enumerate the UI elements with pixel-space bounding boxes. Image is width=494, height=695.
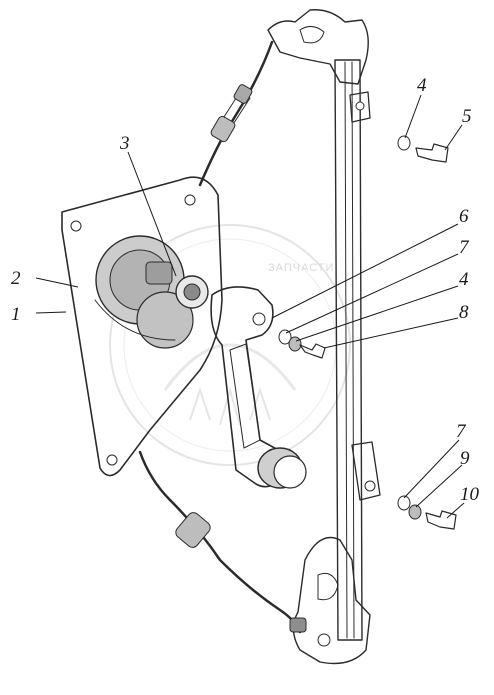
callout-3: 3 — [119, 133, 130, 154]
base-plate — [61, 176, 223, 477]
lower-cable — [138, 450, 307, 634]
watermark-emblem: ЗАПЧАСТИ — [109, 224, 351, 466]
callouts: 1 2 3 4 5 6 7 4 8 7 9 10 — [11, 75, 480, 505]
callout-8: 8 — [459, 302, 469, 323]
lower-hardware — [397, 495, 457, 530]
callout-1: 1 — [11, 304, 21, 325]
callout-9: 9 — [460, 448, 470, 469]
callout-10: 10 — [460, 484, 480, 505]
crank-handle — [210, 286, 307, 489]
callout-7-upper: 7 — [459, 237, 470, 258]
callout-6: 6 — [459, 206, 469, 227]
handle-hardware — [278, 329, 326, 359]
lower-bracket — [292, 536, 371, 665]
callout-4-upper: 4 — [417, 75, 427, 96]
callout-2: 2 — [11, 268, 21, 289]
leader-lines — [35, 94, 465, 519]
watermark-text: ЗАПЧАСТИ — [268, 262, 334, 274]
upper-hardware — [397, 135, 449, 163]
callout-4-lower: 4 — [459, 269, 469, 290]
upper-cable — [198, 40, 274, 187]
callout-7-lower: 7 — [456, 421, 467, 442]
guide-rail — [267, 9, 381, 641]
callout-5: 5 — [462, 106, 472, 127]
spline-shaft — [145, 261, 209, 309]
